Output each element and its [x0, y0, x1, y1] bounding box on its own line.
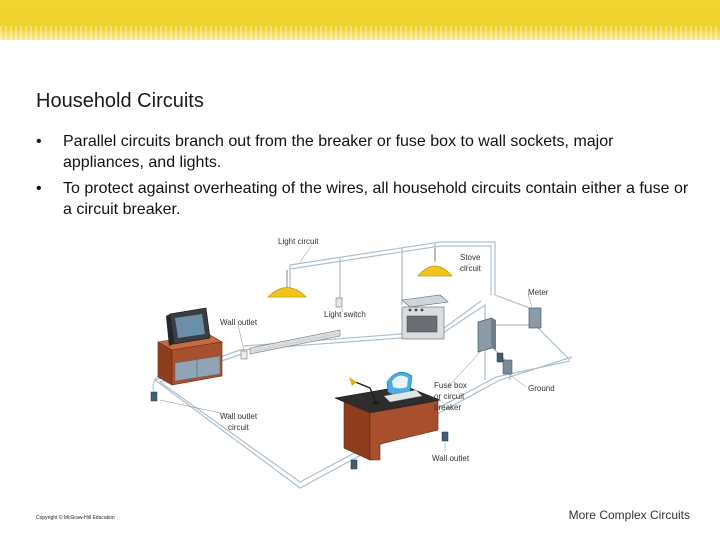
label-wall-outlet-circuit-line2: circuit — [228, 423, 250, 432]
label-fuse-box-line3: breaker — [434, 403, 461, 412]
computer-icon — [383, 371, 423, 403]
label-stove-circuit-line2: circuit — [460, 264, 482, 273]
bullet-text: To protect against overheating of the wi… — [63, 180, 689, 218]
bullet-item: • To protect against overheating of the w… — [36, 178, 696, 220]
label-fuse-box-line2: or circuit — [434, 392, 465, 401]
light-switch-icon — [335, 297, 343, 308]
label-wall-outlet-tv: Wall outlet — [220, 318, 258, 327]
desk-lamp-icon — [349, 377, 380, 405]
meter-icon — [528, 307, 542, 329]
wall-outlet-icon — [350, 459, 358, 470]
bullet-text: Parallel circuits branch out from the br… — [63, 133, 614, 171]
label-stove-circuit-line1: Stove — [460, 253, 481, 262]
ground-icon — [502, 359, 513, 375]
label-ground: Ground — [528, 384, 555, 393]
bullet-dot: • — [36, 133, 42, 150]
label-leader-lines — [159, 244, 533, 452]
label-light-switch: Light switch — [324, 310, 366, 319]
wall-outlet-icon — [150, 391, 158, 402]
slide-title: Household Circuits — [36, 90, 204, 112]
label-wall-outlet-circuit-line1: Wall outlet — [220, 412, 258, 421]
bullet-item: • Parallel circuits branch out from the b… — [36, 131, 696, 173]
footer-text: More Complex Circuits — [568, 508, 690, 522]
wall-outlet-icon — [496, 352, 504, 363]
ceiling-lamp-left — [267, 270, 307, 298]
household-circuit-diagram: Light circuit Stove circuit Meter Wall o… — [150, 237, 573, 489]
stove-icon — [401, 294, 449, 340]
copyright-notice: Copyright © McGraw-Hill Education — [36, 515, 115, 521]
baseboard-heater-icon — [249, 329, 341, 355]
wall-outlet-icon — [441, 431, 449, 442]
wall-outlet-icon — [240, 350, 248, 360]
bullet-dot: • — [36, 180, 42, 197]
label-wall-outlet-bottom: Wall outlet — [432, 454, 470, 463]
label-meter: Meter — [528, 288, 549, 297]
fuse-box-icon — [477, 317, 496, 353]
television-icon — [166, 307, 211, 346]
label-fuse-box-line1: Fuse box — [434, 381, 467, 390]
header-fade — [0, 28, 720, 50]
bullet-list: • Parallel circuits branch out from the b… — [36, 131, 696, 225]
ceiling-lamp-right — [417, 248, 453, 277]
label-light-circuit: Light circuit — [278, 237, 319, 246]
